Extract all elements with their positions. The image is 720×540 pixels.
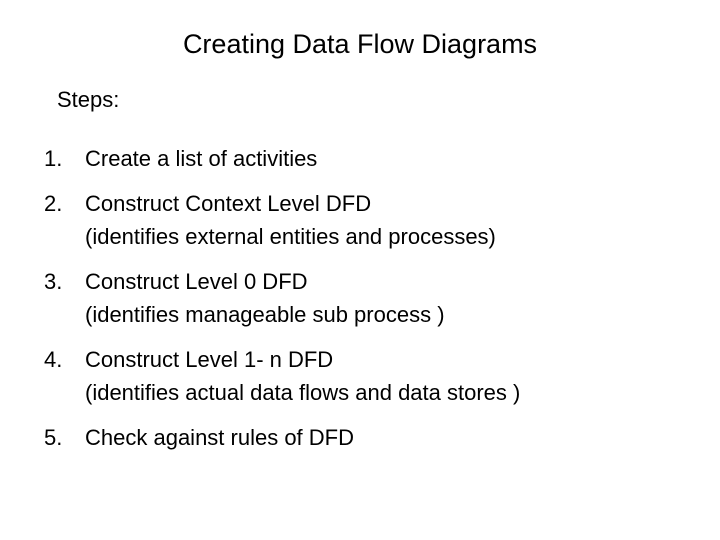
step-text: Construct Context Level DFD xyxy=(85,191,372,216)
list-item: 1. Create a list of activities xyxy=(44,142,694,175)
step-text: Construct Level 0 DFD xyxy=(85,269,308,294)
step-number: 4. xyxy=(44,347,63,372)
list-item: 3. Construct Level 0 DFD (identifies man… xyxy=(44,265,694,331)
step-subtext: (identifies actual data flows and data s… xyxy=(85,380,521,405)
steps-label: Steps: xyxy=(57,87,120,112)
list-item: 4. Construct Level 1- n DFD (identifies … xyxy=(44,343,694,409)
step-number: 2. xyxy=(44,191,63,216)
step-text: Create a list of activities xyxy=(85,146,318,171)
step-text: Construct Level 1- n DFD xyxy=(85,347,334,372)
step-number: 3. xyxy=(44,269,63,294)
list-item: 2. Construct Context Level DFD (identifi… xyxy=(44,187,694,253)
step-subtext: (identifies external entities and proces… xyxy=(85,224,496,249)
page-title: Creating Data Flow Diagrams xyxy=(182,29,538,59)
list-item: 5. Check against rules of DFD xyxy=(44,421,694,454)
step-number: 1. xyxy=(44,146,63,171)
step-text: Check against rules of DFD xyxy=(85,425,354,450)
steps-list: 1. Create a list of activities 2. Constr… xyxy=(44,142,694,466)
step-subtext: (identifies manageable sub process ) xyxy=(85,302,445,327)
step-number: 5. xyxy=(44,425,63,450)
